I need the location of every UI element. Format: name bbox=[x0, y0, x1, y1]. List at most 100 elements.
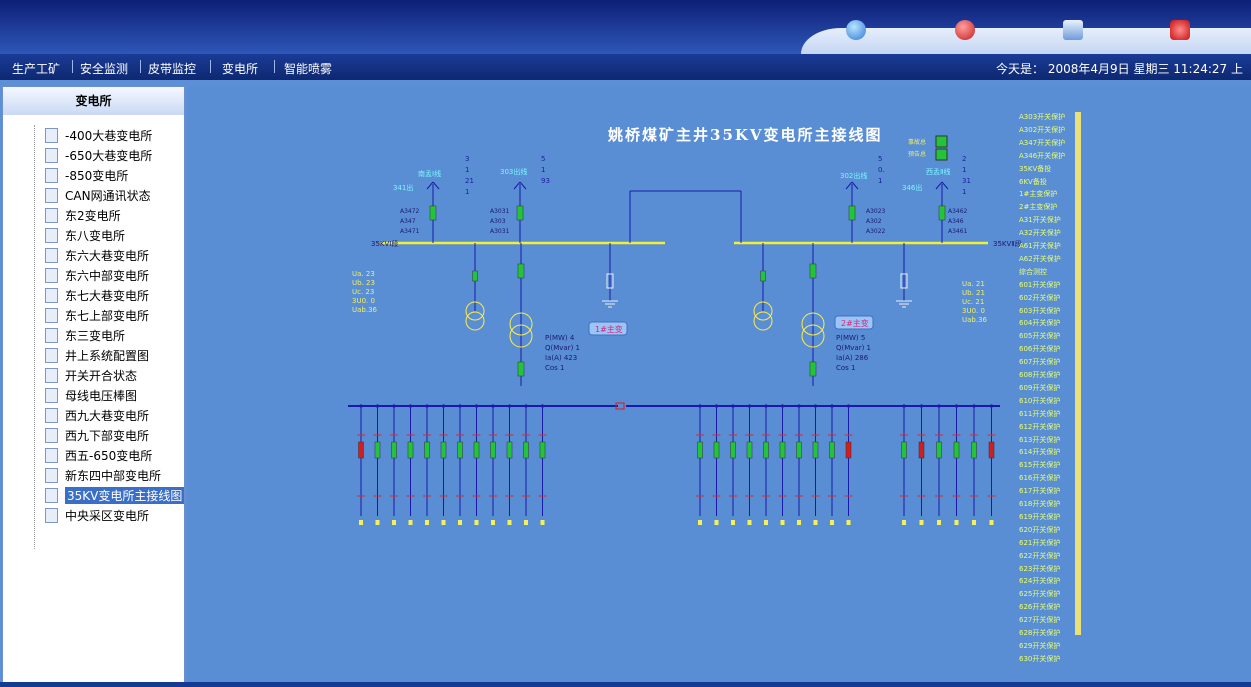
feeder-name: 303出线 bbox=[500, 167, 527, 176]
protection-item[interactable]: 606开关保护 bbox=[1019, 345, 1061, 354]
breaker-symbol[interactable] bbox=[391, 441, 397, 459]
transformer-label: 2#主变 bbox=[841, 318, 869, 328]
breaker-symbol[interactable] bbox=[539, 441, 546, 459]
protection-item[interactable]: 622开关保护 bbox=[1019, 551, 1061, 560]
protection-item[interactable]: 6KV备投 bbox=[1019, 177, 1047, 186]
breaker-symbol[interactable] bbox=[440, 441, 447, 459]
protection-item[interactable]: 1#主变保护 bbox=[1019, 190, 1058, 199]
breaker-symbol[interactable] bbox=[763, 441, 769, 459]
protection-item[interactable]: 619开关保护 bbox=[1019, 512, 1061, 521]
protection-item[interactable]: 615开关保护 bbox=[1019, 461, 1061, 470]
protection-item[interactable]: 608开关保护 bbox=[1019, 371, 1061, 379]
breaker-symbol[interactable] bbox=[358, 441, 364, 459]
breaker-symbol[interactable] bbox=[730, 441, 736, 459]
breaker-symbol[interactable] bbox=[473, 441, 480, 459]
protection-item[interactable]: A302开关保护 bbox=[1019, 125, 1066, 134]
protection-item[interactable]: 604开关保护 bbox=[1019, 319, 1061, 328]
breaker-symbol[interactable] bbox=[971, 441, 977, 459]
breaker-symbol[interactable] bbox=[809, 361, 817, 377]
protection-item[interactable]: 605开关保护 bbox=[1019, 332, 1061, 341]
breaker-symbol[interactable] bbox=[374, 441, 381, 459]
nav-item-belt[interactable]: 皮带监控 bbox=[148, 62, 197, 76]
protection-item[interactable]: 602开关保护 bbox=[1019, 293, 1061, 302]
protection-item[interactable]: 617开关保护 bbox=[1019, 487, 1061, 496]
protection-item[interactable]: 614开关保护 bbox=[1019, 448, 1061, 457]
protection-item[interactable]: 630开关保护 bbox=[1019, 654, 1061, 663]
protection-item[interactable]: 2#主变保护 bbox=[1019, 203, 1058, 212]
breaker-symbol[interactable] bbox=[523, 441, 529, 459]
help-icon[interactable] bbox=[955, 20, 975, 40]
breaker-symbol[interactable] bbox=[429, 205, 437, 221]
protection-item[interactable]: A62开关保护 bbox=[1019, 254, 1061, 263]
protection-item[interactable]: 623开关保护 bbox=[1019, 564, 1061, 573]
breaker-symbol[interactable] bbox=[988, 441, 995, 459]
breaker-symbol[interactable] bbox=[490, 441, 496, 459]
checklist-icon[interactable] bbox=[1063, 20, 1083, 40]
protection-item[interactable]: 603开关保护 bbox=[1019, 306, 1061, 315]
protection-item[interactable]: 625开关保护 bbox=[1019, 590, 1061, 599]
breaker-symbol[interactable] bbox=[901, 441, 907, 459]
protection-item[interactable]: 35KV备投 bbox=[1019, 164, 1052, 173]
breaker-symbol[interactable] bbox=[746, 441, 753, 459]
breaker-symbol[interactable] bbox=[506, 441, 513, 459]
nav-item-spray[interactable]: 智能喷雾 bbox=[284, 62, 333, 76]
protection-item[interactable]: A347开关保护 bbox=[1019, 138, 1066, 147]
protection-item[interactable]: A346开关保护 bbox=[1019, 151, 1066, 160]
breaker-symbol[interactable] bbox=[517, 361, 525, 377]
breaker-symbol[interactable] bbox=[936, 441, 942, 459]
breaker-symbol[interactable] bbox=[760, 270, 766, 282]
breaker-symbol[interactable] bbox=[918, 441, 925, 459]
breaker-symbol[interactable] bbox=[424, 441, 430, 459]
protection-item[interactable]: 609开关保护 bbox=[1019, 383, 1061, 392]
breaker-symbol[interactable] bbox=[517, 263, 525, 279]
transformer-tag bbox=[834, 315, 874, 330]
protection-item[interactable]: A32开关保护 bbox=[1019, 229, 1061, 238]
measurement-value: 1 bbox=[878, 177, 882, 185]
breaker-symbol[interactable] bbox=[796, 441, 802, 459]
bus-node bbox=[919, 404, 924, 408]
document-icon bbox=[45, 288, 58, 303]
tree-item-label: 35KV变电所主接线图 bbox=[65, 487, 185, 504]
breaker-symbol[interactable] bbox=[407, 441, 414, 459]
protection-item[interactable]: 611开关保护 bbox=[1019, 409, 1061, 418]
protection-item[interactable]: 612开关保护 bbox=[1019, 422, 1061, 431]
breaker-symbol[interactable] bbox=[779, 441, 786, 459]
protection-item[interactable]: 620开关保护 bbox=[1019, 525, 1061, 534]
nav-item-safety[interactable]: 安全监测 bbox=[80, 62, 129, 76]
protection-item[interactable]: 626开关保护 bbox=[1019, 603, 1061, 612]
breaker-symbol[interactable] bbox=[713, 441, 720, 459]
breaker-symbol[interactable] bbox=[697, 441, 703, 459]
protection-item[interactable]: 601开关保护 bbox=[1019, 280, 1061, 289]
breaker-symbol[interactable] bbox=[516, 205, 524, 221]
breaker-symbol[interactable] bbox=[845, 441, 852, 459]
measurement-value: 1 bbox=[465, 166, 469, 174]
breaker-symbol[interactable] bbox=[472, 270, 478, 282]
protection-item[interactable]: 607开关保护 bbox=[1019, 358, 1061, 367]
protection-item[interactable]: 综合测控 bbox=[1019, 267, 1047, 276]
nav-bar: 生产工矿 安全监测 皮带监控 变电所 智能喷雾 今天是： 2008年4月9日 星… bbox=[0, 54, 1251, 80]
tree-item-label: 西九大巷变电所 bbox=[65, 409, 150, 423]
protection-item[interactable]: A31开关保护 bbox=[1019, 216, 1061, 225]
breaker-symbol[interactable] bbox=[938, 205, 946, 221]
nav-item-substation[interactable]: 变电所 bbox=[222, 62, 259, 76]
protection-item[interactable]: 629开关保护 bbox=[1019, 641, 1061, 650]
protection-item[interactable]: 627开关保护 bbox=[1019, 616, 1061, 625]
protection-item[interactable]: 624开关保护 bbox=[1019, 577, 1061, 586]
nav-item-mining[interactable]: 生产工矿 bbox=[12, 62, 61, 76]
protection-item[interactable]: A61开关保护 bbox=[1019, 242, 1061, 250]
breaker-symbol[interactable] bbox=[829, 441, 835, 459]
breaker-symbol[interactable] bbox=[953, 441, 960, 459]
protection-item[interactable]: 613开关保护 bbox=[1019, 435, 1061, 444]
breaker-symbol[interactable] bbox=[812, 441, 819, 459]
protection-item[interactable]: 610开关保护 bbox=[1019, 396, 1061, 405]
breaker-symbol[interactable] bbox=[809, 263, 817, 279]
breaker-symbol[interactable] bbox=[848, 205, 856, 221]
power-icon[interactable] bbox=[1170, 20, 1190, 40]
protection-item[interactable]: A303开关保护 bbox=[1019, 113, 1066, 121]
protection-item[interactable]: 621开关保护 bbox=[1019, 538, 1061, 547]
protection-item[interactable]: 628开关保护 bbox=[1019, 629, 1061, 637]
protection-item[interactable]: 616开关保护 bbox=[1019, 474, 1061, 483]
protection-item[interactable]: 618开关保护 bbox=[1019, 500, 1061, 508]
breaker-symbol[interactable] bbox=[457, 441, 463, 459]
user-icon[interactable] bbox=[846, 20, 866, 40]
